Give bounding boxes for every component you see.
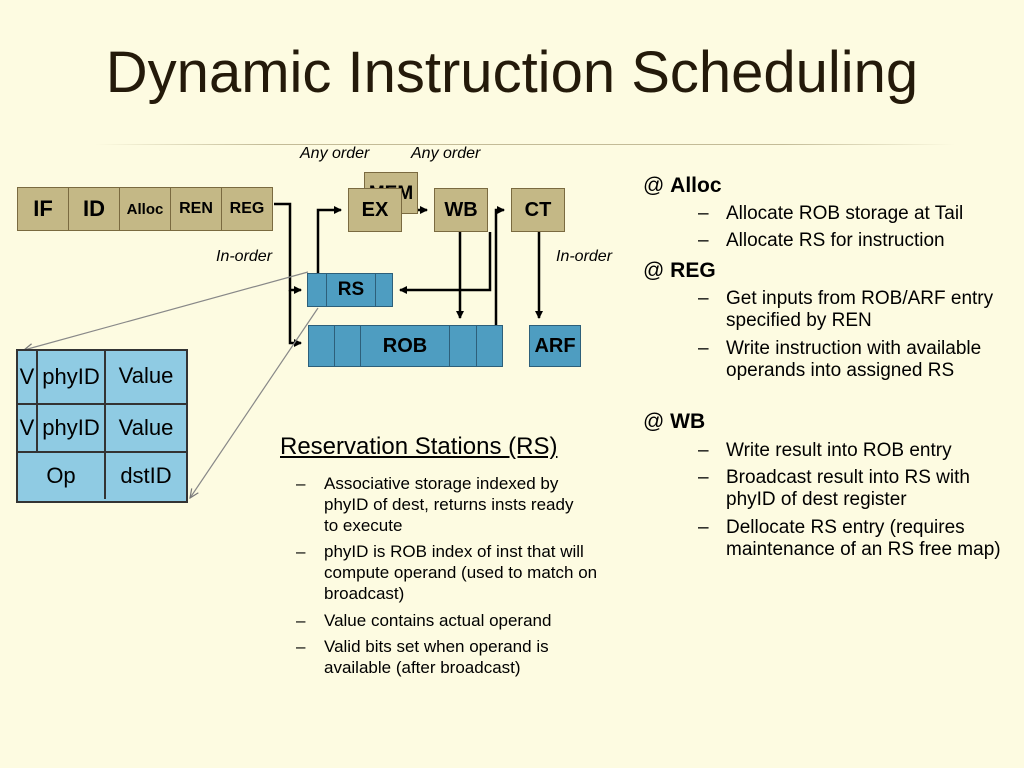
arf-register-file: ARF (529, 325, 581, 367)
stage-wb: WB (434, 188, 488, 232)
rs-bullet-4: – Valid bits set when operand is availab… (296, 637, 549, 677)
stage-if: IF (17, 187, 69, 231)
alloc-item-2: –Allocate RS for instruction (698, 230, 945, 251)
rs-value-2: Value (118, 415, 174, 440)
alloc-item-1: –Allocate ROB storage at Tail (698, 203, 964, 224)
stage-ct: CT (511, 188, 565, 232)
rob-slot (334, 325, 361, 367)
wb-item-3: –Dellocate RS entry (requires maintenanc… (698, 517, 1001, 560)
rs-op: Op (18, 453, 106, 499)
wb-item-2: –Broadcast result into RS with phyID of … (698, 467, 970, 510)
rs-bullet-1: – Associative storage indexed by phyID o… (296, 474, 574, 535)
rob-slot (476, 325, 503, 367)
bullet-dash: – (296, 542, 306, 561)
rs-row-divider (18, 403, 186, 455)
rs-phyid-1: phyID (38, 351, 106, 403)
reg-item-2: –Write instruction with available operan… (698, 338, 982, 381)
rs-phyid-2: phyID (38, 405, 106, 451)
in-order-label-1: In-order (216, 248, 273, 265)
rs-valid-bit-1: V (18, 351, 38, 403)
rs-entry-detail: V phyID Value V phyID Value Op dstID (16, 349, 188, 503)
stage-ren: REN (170, 187, 222, 231)
rs-row-divider (18, 451, 186, 501)
wb-item-1: –Write result into ROB entry (698, 440, 952, 461)
rs-bullet-2: – phyID is ROB index of inst that will c… (296, 542, 598, 603)
rs-valid-bit-2: V (18, 405, 38, 451)
rs-bullet-3: – Value contains actual operand (296, 611, 552, 630)
rs-dstid: dstID (120, 463, 172, 488)
wb-heading: @ WB (643, 410, 706, 433)
rob-slot (449, 325, 477, 367)
rs-slot (375, 273, 393, 307)
in-order-label-2: In-order (556, 248, 613, 265)
rob-slot (308, 325, 335, 367)
rs-slot (307, 273, 327, 307)
stage-ex: EX (348, 188, 402, 232)
alloc-heading: @ Alloc (643, 174, 722, 197)
bullet-dash: – (296, 474, 306, 493)
page-title: Dynamic Instruction Scheduling (105, 40, 919, 105)
title-divider (95, 144, 955, 145)
any-order-label-1: Any order (300, 145, 370, 162)
rob-queue: ROB (360, 325, 450, 367)
any-order-label-2: Any order (411, 145, 481, 162)
reg-item-1: –Get inputs from ROB/ARF entry specified… (698, 288, 994, 331)
stage-reg: REG (221, 187, 273, 231)
rs-queue: RS (326, 273, 376, 307)
bullet-dash: – (296, 637, 306, 656)
rs-section-title: Reservation Stations (RS) (280, 433, 558, 460)
rs-value-1: Value (118, 363, 174, 388)
reg-heading: @ REG (643, 259, 716, 282)
stage-alloc: Alloc (119, 187, 171, 231)
bullet-dash: – (296, 611, 306, 630)
stage-id: ID (68, 187, 120, 231)
